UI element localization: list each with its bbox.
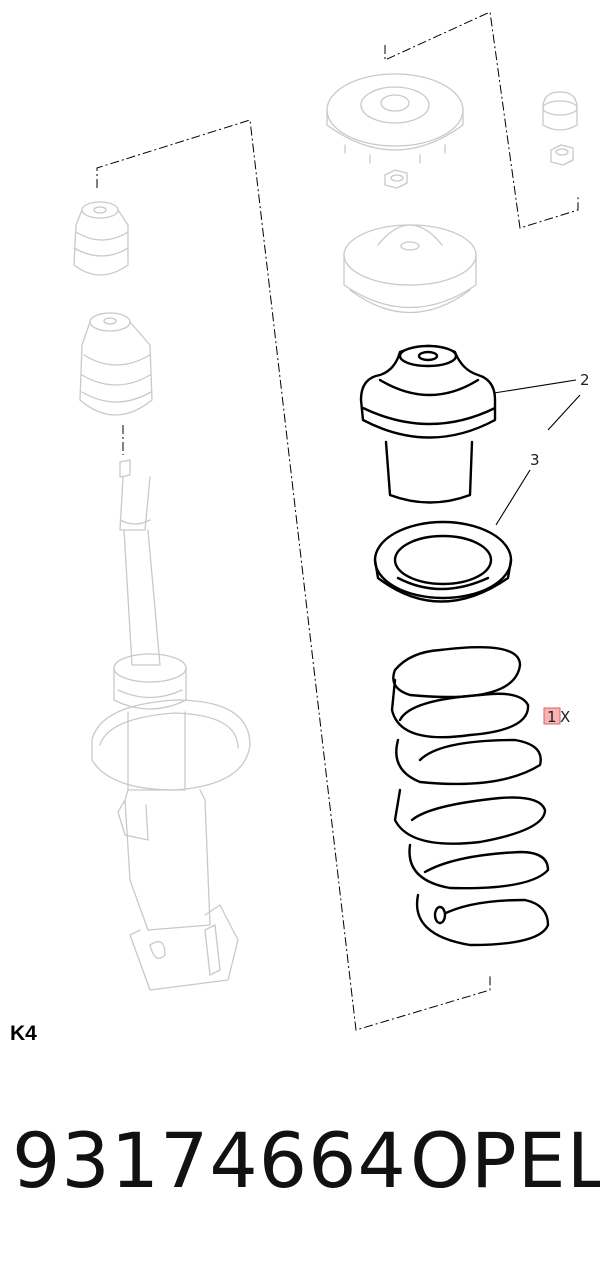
assembly-frame-left: [96, 119, 491, 1031]
bump-stop-upper-ghost: [73, 201, 129, 276]
small-nut-ghost: [550, 144, 574, 166]
callout-1-highlight: [543, 707, 561, 725]
leader-2: [493, 379, 577, 394]
brand-name: OPEL: [410, 1116, 600, 1205]
dust-boot-part-2: [359, 344, 497, 504]
callout-2: 2: [580, 371, 590, 389]
top-nut-ghost: [384, 169, 408, 189]
assembly-frame-top-right: [384, 11, 579, 229]
callout-1-suffix: X: [560, 708, 570, 726]
suspension-exploded-diagram: 2 3 1 X: [73, 11, 590, 1031]
leader-3a: [547, 394, 581, 431]
callout-1: 1: [547, 708, 557, 726]
coil-spring-part-1: [390, 645, 550, 947]
bearing-ghost: [343, 224, 477, 314]
callout-3: 3: [530, 451, 540, 469]
cap-ghost: [542, 91, 578, 131]
strut-ghost: [91, 459, 251, 991]
leader-3b: [495, 469, 531, 526]
part-number: 93174664: [12, 1116, 407, 1205]
group-label: K4: [10, 1022, 37, 1045]
top-mount-ghost: [326, 73, 464, 164]
spring-seat-part-3: [373, 520, 513, 603]
bump-stop-lower-ghost: [79, 312, 153, 416]
